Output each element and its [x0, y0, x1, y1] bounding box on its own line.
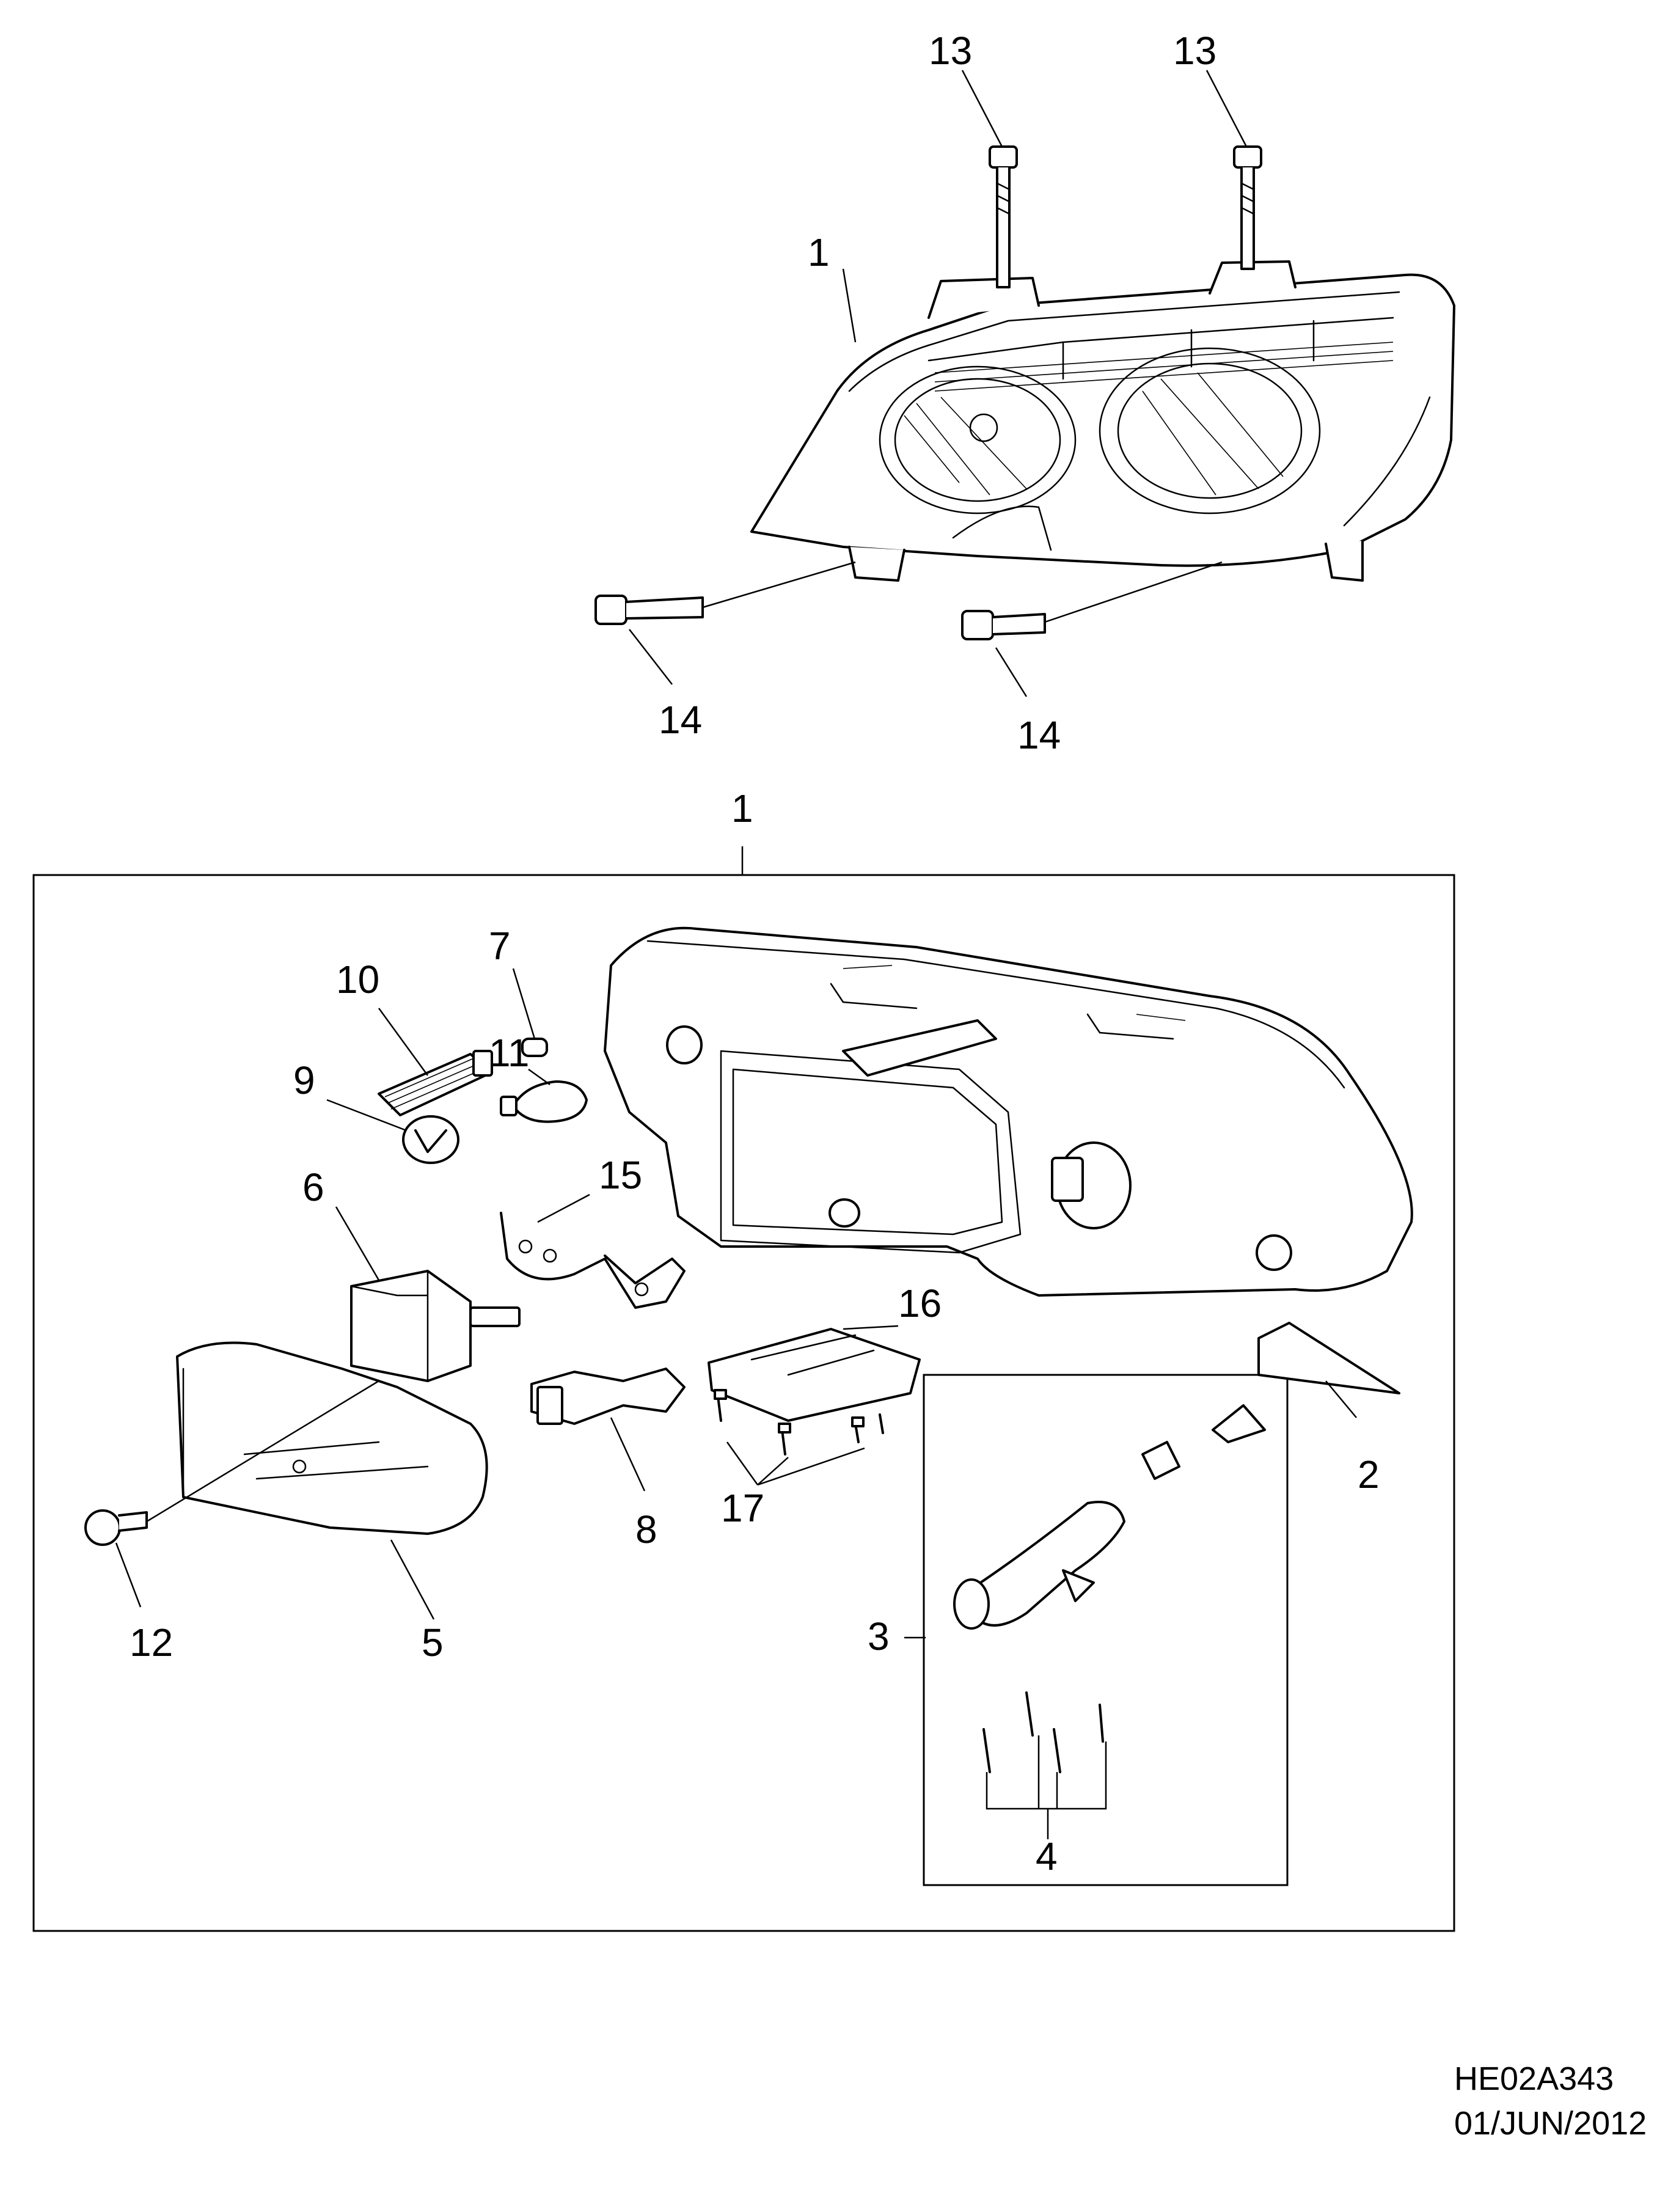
callout-13b: 13 [1173, 29, 1216, 73]
callout-7: 7 [489, 924, 511, 968]
part-5-screws [982, 1691, 1107, 1839]
callout-14a: 14 [659, 698, 702, 742]
callout-2: 2 [1358, 1452, 1380, 1496]
callout-3: 3 [868, 1614, 890, 1658]
bolt-14-right [961, 561, 1223, 640]
callout-12: 5 [422, 1621, 444, 1664]
exploded-view-frame [32, 874, 1455, 1932]
callout-6: 6 [302, 1165, 324, 1209]
callout-1-box: 1 [731, 786, 753, 830]
part-6-control-module [350, 1270, 521, 1382]
part-17-screws [714, 1389, 884, 1456]
callout-1-top: 1 [808, 230, 830, 274]
callout-11: 11 [489, 1031, 529, 1075]
drawing-code: HE02A343 [1454, 2060, 1614, 2097]
part-9-bulb-socket [402, 1115, 459, 1164]
part-11-bulb [500, 1080, 588, 1123]
part-16-cover [708, 1328, 921, 1422]
part-10-bulb-holder [378, 1050, 493, 1116]
headlamp-rear-housing [604, 926, 1413, 1297]
part-8-headlamp-bulb [530, 1368, 686, 1425]
callout-13a: 13 [929, 29, 972, 73]
callout-9: 9 [293, 1058, 315, 1102]
bolt-14-left [594, 561, 856, 625]
part-15-bracket [500, 1212, 686, 1309]
part-12-rear-cover [176, 1341, 488, 1535]
callout-15: 15 [599, 1153, 642, 1197]
washer-group-frame [923, 1374, 1289, 1886]
callout-14b: 14 [1017, 713, 1061, 757]
part-3-washer-nozzle [953, 1501, 1125, 1630]
callout-10: 10 [336, 958, 379, 1002]
part-4-screw [84, 1380, 379, 1546]
callout-5: 4 [1036, 1834, 1058, 1878]
callout-17: 17 [721, 1486, 764, 1530]
headlamp-assembly [750, 260, 1455, 582]
part-2-cap [1141, 1322, 1400, 1480]
bolt-13-left [989, 145, 1018, 288]
callout-4: 12 [130, 1621, 173, 1664]
callout-16: 16 [898, 1281, 942, 1325]
callout-8: 8 [635, 1507, 657, 1551]
bolt-13-right [1233, 145, 1262, 270]
drawing-date: 01/JUN/2012 [1454, 2105, 1647, 2142]
